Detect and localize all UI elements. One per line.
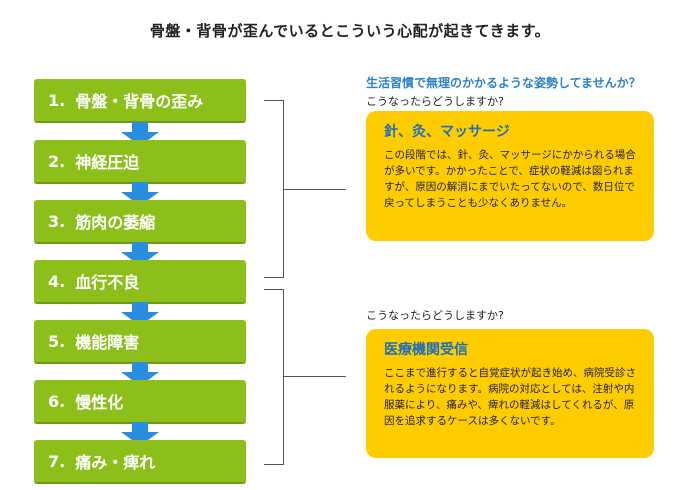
step-number: 5. (48, 331, 66, 351)
down-arrow-icon (121, 242, 159, 266)
page-title: 骨盤・背骨が歪んでいるとこういう心配が起きてきます。 (149, 22, 551, 40)
card-body: ここまで進行すると自覚症状が起き始め、病院受診されるようになります。病院の対応と… (384, 367, 636, 427)
down-arrow-icon (121, 122, 159, 146)
card-title: 医療機関受信 (384, 342, 468, 358)
down-arrow-icon (121, 182, 159, 206)
step-label: 神経圧迫 (75, 153, 140, 172)
step-label: 痛み・痺れ (75, 453, 156, 472)
step-label: 筋肉の萎縮 (75, 213, 156, 232)
connector-line-2 (284, 376, 346, 377)
step-number: 2. (48, 151, 66, 171)
step-6: 6. 慢性化 (34, 380, 246, 424)
question-heading: 生活習慣で無理のかかるような姿勢してませんか？ (366, 76, 641, 90)
down-arrow-icon (121, 362, 159, 386)
step-1: 1. 骨盤・背骨の歪み (34, 79, 246, 123)
step-2: 2. 神経圧迫 (34, 140, 246, 184)
info-card-2: 医療機関受信 ここまで進行すると自覚症状が起き始め、病院受診されるようになります… (366, 329, 654, 458)
step-number: 7. (48, 451, 66, 471)
question-text: こうなったらどうしますか? (366, 309, 504, 322)
bracket-group-2 (264, 289, 284, 465)
step-7: 7. 痛み・痺れ (34, 440, 246, 484)
question-text: こうなったらどうしますか? (366, 95, 504, 108)
card-body: この段階では、針、灸、マッサージにかかられる場合が多いです。かかったことで、症状… (384, 149, 636, 209)
step-3: 3. 筋肉の萎縮 (34, 200, 246, 244)
step-5: 5. 機能障害 (34, 320, 246, 364)
step-label: 機能障害 (75, 333, 140, 352)
step-label: 骨盤・背骨の歪み (75, 92, 204, 111)
bracket-group-1 (264, 100, 284, 278)
card-title: 針、灸、マッサージ (384, 124, 510, 140)
connector-line-1 (284, 189, 346, 190)
info-card-1: 針、灸、マッサージ この段階では、針、灸、マッサージにかかられる場合が多いです。… (366, 111, 654, 241)
step-4: 4. 血行不良 (34, 260, 246, 304)
step-label: 血行不良 (75, 273, 140, 292)
step-label: 慢性化 (75, 393, 124, 412)
step-number: 3. (48, 211, 66, 231)
step-number: 4. (48, 271, 66, 291)
down-arrow-icon (121, 422, 159, 446)
step-number: 6. (48, 391, 66, 411)
step-number: 1. (48, 90, 66, 110)
down-arrow-icon (121, 302, 159, 326)
